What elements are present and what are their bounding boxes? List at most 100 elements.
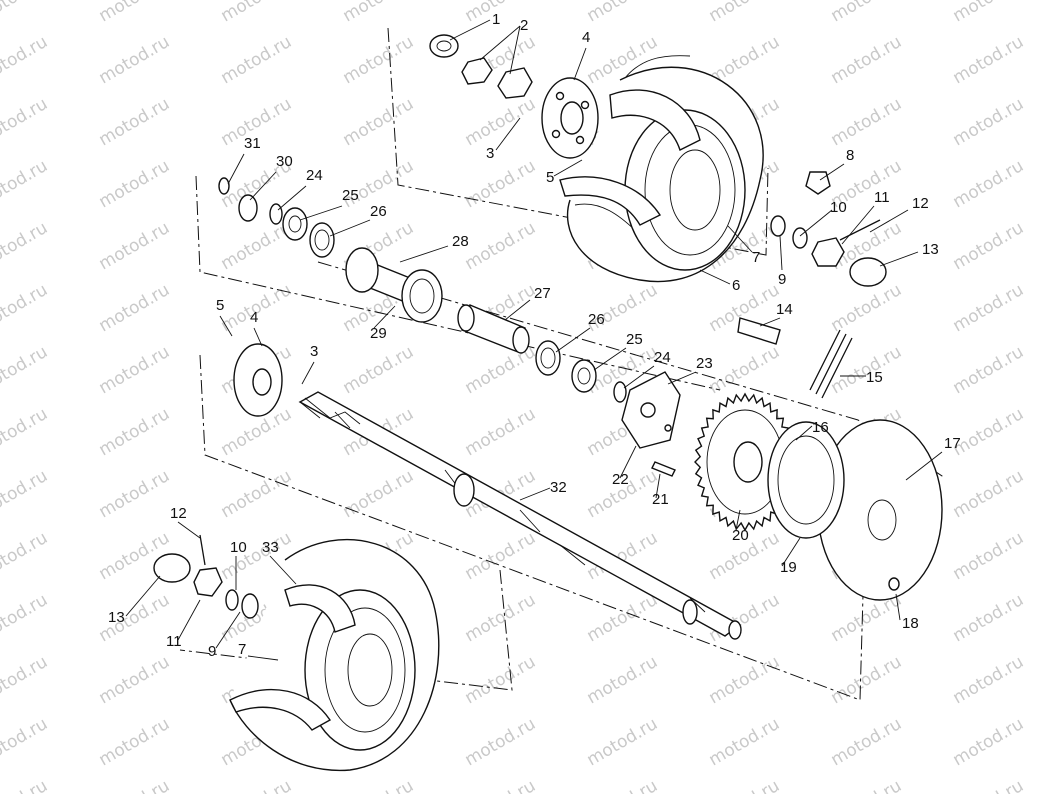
leader-line	[253, 327, 263, 347]
watermark-text: motod.ru	[218, 32, 296, 88]
watermark-text: motod.ru	[0, 94, 51, 150]
leader-line	[215, 611, 241, 649]
callout-3-lower: 3	[310, 343, 318, 360]
watermark-text: motod.ru	[96, 776, 174, 794]
callout-32: 32	[550, 479, 567, 496]
leader-line	[619, 445, 637, 479]
callout-26-upper: 26	[370, 203, 387, 220]
leader-line	[509, 25, 521, 75]
watermark-text: motod.ru	[706, 714, 784, 770]
callout-20: 20	[732, 527, 749, 544]
leader-line	[623, 365, 655, 389]
callout-24-lower: 24	[654, 349, 671, 366]
leader-line	[373, 305, 396, 329]
callout-5-lower: 5	[216, 297, 224, 314]
watermark-text: motod.ru	[950, 32, 1028, 88]
callout-22: 22	[612, 471, 629, 488]
watermark-text: motod.ru	[96, 714, 174, 770]
callout-28: 28	[452, 233, 469, 250]
leader-line	[125, 575, 161, 617]
watermark-text: motod.ru	[96, 280, 174, 336]
leader-line	[699, 269, 731, 285]
watermark-text: motod.ru	[218, 0, 296, 26]
leader-line	[735, 509, 741, 531]
bearing-carrier	[345, 247, 443, 323]
leader-lines	[125, 19, 943, 661]
leader-line	[269, 555, 297, 585]
callout-1: 1	[492, 11, 500, 28]
leader-line	[759, 317, 781, 327]
leader-line	[247, 655, 279, 661]
watermark-text: motod.ru	[96, 218, 174, 274]
callout-12-lower: 12	[170, 505, 187, 522]
callout-10-upper: 10	[830, 199, 847, 216]
callout-7-upper: 7	[752, 249, 760, 266]
watermark-text: motod.ru	[462, 94, 540, 150]
watermark-text: motod.ru	[706, 342, 784, 398]
leader-line	[667, 371, 697, 385]
watermark-text: motod.ru	[950, 342, 1028, 398]
leader-line	[177, 521, 201, 539]
callout-13-upper: 13	[922, 241, 939, 258]
callout-9-upper: 9	[778, 271, 786, 288]
callout-11-upper: 11	[874, 189, 890, 206]
callout-26-lower: 26	[588, 311, 605, 328]
callout-13-lower: 13	[108, 609, 125, 626]
watermark-text: motod.ru	[0, 156, 51, 212]
callout-10-lower: 10	[230, 539, 247, 556]
callout-29: 29	[370, 325, 387, 342]
callout-15: 15	[866, 369, 883, 386]
callout-25-upper: 25	[342, 187, 359, 204]
spacer-tube	[457, 304, 530, 354]
watermark-text: motod.ru	[828, 652, 906, 708]
watermark-text: motod.ru	[462, 652, 540, 708]
watermark-text: motod.ru	[950, 404, 1028, 460]
watermark-text: motod.ru	[96, 0, 174, 26]
leader-line	[479, 25, 521, 61]
watermark-text: motod.ru	[0, 714, 51, 770]
leader-line	[573, 47, 587, 81]
watermark-text: motod.ru	[950, 0, 1028, 26]
leader-line	[301, 361, 315, 385]
callout-2: 2	[520, 17, 528, 34]
leader-line	[249, 171, 277, 201]
watermark-text: motod.ru	[584, 714, 662, 770]
callout-12-upper: 12	[912, 195, 929, 212]
leader-line	[781, 537, 801, 567]
watermark-text: motod.ru	[0, 466, 51, 522]
callout-16: 16	[812, 419, 829, 436]
watermark-text: motod.ru	[96, 94, 174, 150]
callout-19: 19	[780, 559, 797, 576]
watermark-text: motod.ru	[462, 156, 540, 212]
callout-25-lower: 25	[626, 331, 643, 348]
watermark-text: motod.ru	[828, 0, 906, 26]
watermark-text: motod.ru	[584, 590, 662, 646]
wheel-lower	[229, 538, 440, 772]
leader-line	[495, 117, 521, 151]
leader-line	[399, 245, 449, 263]
leader-line	[779, 235, 783, 271]
rear-axle	[298, 391, 742, 640]
watermark-text: motod.ru	[950, 528, 1028, 584]
watermark-text: motod.ru	[462, 404, 540, 460]
watermark-text: motod.ru	[0, 590, 51, 646]
watermark-text: motod.ru	[0, 218, 51, 274]
watermark-text: motod.ru	[584, 652, 662, 708]
watermark-text: motod.ru	[0, 280, 51, 336]
wheel-upper	[559, 55, 764, 283]
callout-7-lower: 7	[238, 641, 246, 658]
watermark-text: motod.ru	[0, 32, 51, 88]
watermark-text: motod.ru	[828, 94, 906, 150]
leader-line	[553, 159, 583, 177]
leader-line	[504, 299, 531, 321]
callout-17: 17	[944, 435, 961, 452]
wheel-hub-upper	[541, 77, 599, 159]
callout-27: 27	[534, 285, 551, 302]
brake-disc	[767, 419, 943, 601]
sprocket-carrier	[621, 371, 681, 449]
watermark-text: motod.ru	[0, 342, 51, 398]
watermark-text: motod.ru	[462, 714, 540, 770]
watermark-text: motod.ru	[950, 776, 1028, 794]
